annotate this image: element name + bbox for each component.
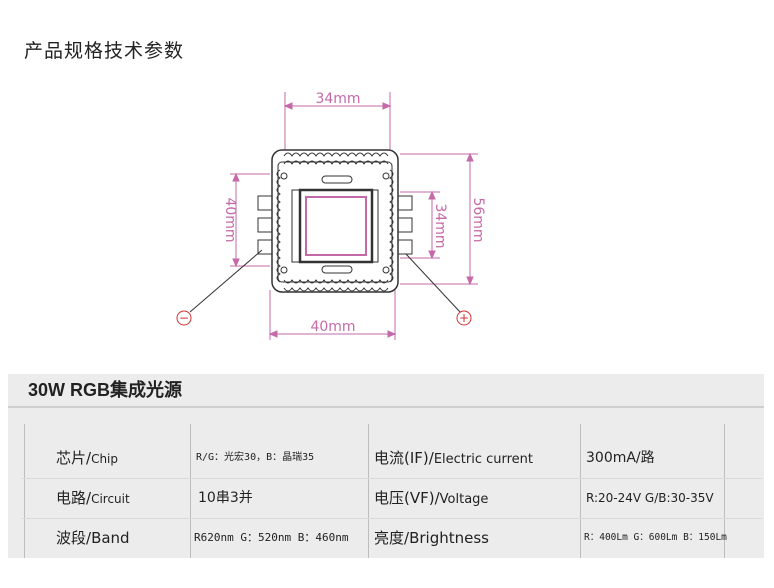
label-voltage: 电压(VF)/Voltage (374, 489, 489, 507)
dim-left-label: 40mm (222, 197, 238, 242)
led-dimension-drawing: 34mm 40mm 40mm 34mm 56mm − + (176, 91, 486, 340)
spec-divider (8, 406, 764, 408)
label-current: 电流(IF)/Electric current (374, 449, 534, 467)
dim-right-outer-label: 56mm (470, 197, 486, 242)
label-chip: 芯片/Chip (56, 449, 118, 467)
value-chip: R/G：光宏30，B：晶瑞35 (196, 452, 315, 463)
dim-top-label: 34mm (315, 91, 360, 107)
table-row: 芯片/Chip R/G：光宏30，B：晶瑞35 电流(IF)/Electric … (22, 438, 762, 479)
spec-panel (8, 374, 764, 558)
table-row: 电路/Circuit 10串3并 电压(VF)/Voltage R:20-24V… (22, 478, 762, 519)
dim-bottom-label: 40mm (310, 319, 355, 335)
spec-table: 芯片/Chip R/G：光宏30，B：晶瑞35 电流(IF)/Electric … (22, 424, 762, 558)
table-row: 波段/Band R620nm G：520nm B：460nm 亮度/Bright… (22, 518, 762, 558)
value-circuit: 10串3并 (198, 490, 253, 506)
label-band: 波段/Band (56, 529, 130, 547)
label-brightness: 亮度/Brightness (374, 529, 489, 547)
dim-right-inner-label: 34mm (432, 203, 448, 248)
plus-symbol: + (459, 311, 469, 325)
spec-title: 30W RGB集成光源 (28, 380, 183, 400)
value-current: 300mA/路 (586, 450, 655, 466)
label-circuit: 电路/Circuit (56, 489, 130, 507)
page-heading: 产品规格技术参数 (24, 40, 185, 62)
value-band: R620nm G：520nm B：460nm (194, 531, 349, 544)
plus-terminal-icon (456, 310, 472, 326)
minus-symbol: − (179, 311, 189, 325)
value-brightness: R：400Lm G：600Lm B：150Lm (584, 532, 727, 543)
minus-terminal-icon (176, 310, 192, 326)
value-voltage: R:20-24V G/B:30-35V (586, 491, 714, 505)
